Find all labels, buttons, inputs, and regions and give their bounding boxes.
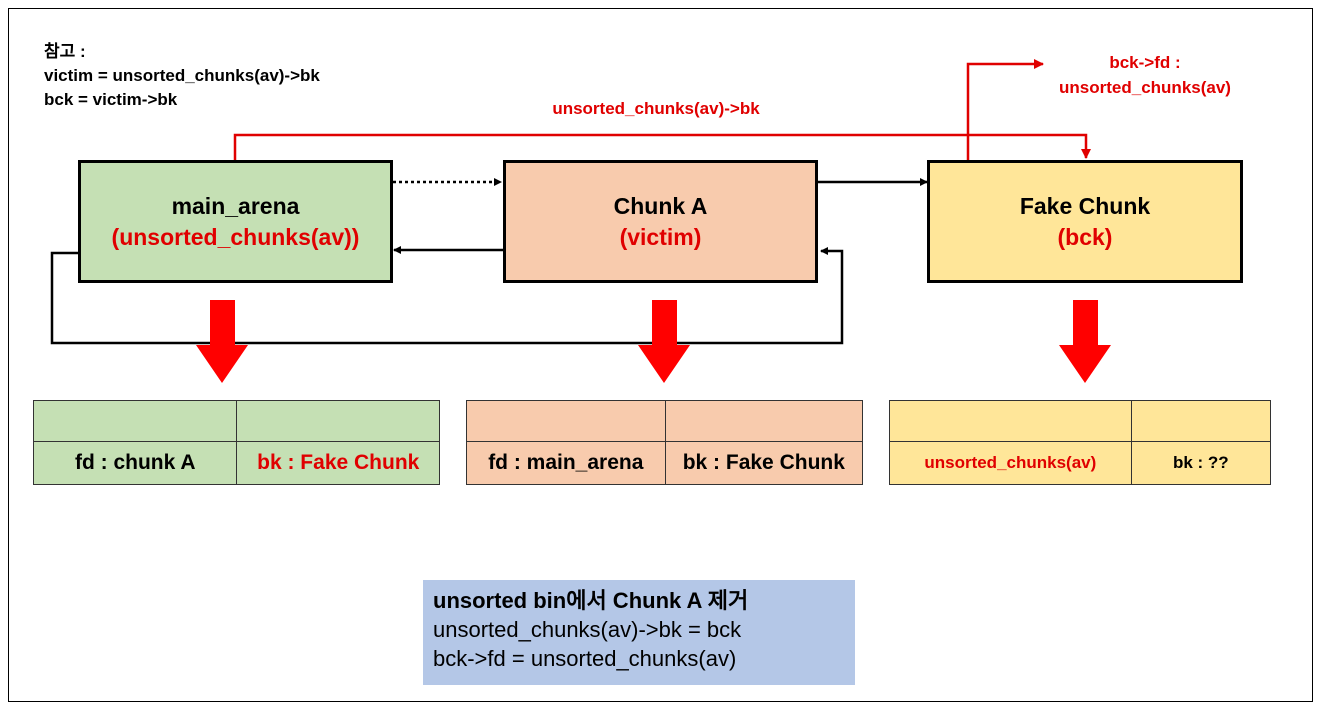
main-arena-name: main_arena	[171, 192, 300, 219]
diagram-frame	[8, 8, 1313, 702]
chunk-a-role: (victim)	[619, 223, 702, 250]
label-bck-fd-line2: unsorted_chunks(av)	[1059, 78, 1231, 97]
summary-line-1: unsorted_chunks(av)->bk = bck	[433, 617, 742, 642]
summary-title: unsorted bin에서 Chunk A 제거	[433, 588, 749, 613]
down-arrow-main-arena	[196, 300, 248, 383]
table-main-arena: fd : chunk A bk : Fake Chunk	[32, 400, 440, 485]
fake-chunk-role: (bck)	[1057, 223, 1113, 250]
table-chunk-a: fd : main_arena bk : Fake Chunk	[466, 400, 864, 485]
note-line-bck: bck = victim->bk	[44, 90, 178, 109]
fake-chunk-fd: unsorted_chunks(av)	[889, 441, 1132, 485]
red-arrow-bck-fd	[966, 59, 1044, 160]
down-arrow-fake-chunk	[1059, 300, 1111, 383]
table-cell-empty	[664, 400, 864, 442]
table-row-fields: fd : main_arena bk : Fake Chunk	[466, 441, 864, 485]
table-row-header	[32, 400, 440, 442]
box-fake-chunk: Fake Chunk (bck)	[927, 160, 1243, 283]
note-line-victim: victim = unsorted_chunks(av)->bk	[44, 66, 320, 85]
chunk-a-bk: bk : Fake Chunk	[664, 441, 864, 485]
fake-chunk-name: Fake Chunk	[1019, 192, 1151, 219]
label-bck-fd: bck->fd : unsorted_chunks(av)	[1030, 50, 1260, 100]
main-arena-bk: bk : Fake Chunk	[236, 441, 440, 485]
table-row-fields: unsorted_chunks(av) bk : ??	[889, 441, 1272, 485]
chunk-a-fd: fd : main_arena	[466, 441, 666, 485]
table-cell-empty	[466, 400, 666, 442]
table-row-header	[889, 400, 1272, 442]
table-row-fields: fd : chunk A bk : Fake Chunk	[32, 441, 440, 485]
table-cell-empty	[32, 400, 238, 442]
summary-line-2: bck->fd = unsorted_chunks(av)	[433, 646, 737, 671]
table-cell-empty	[889, 400, 1132, 442]
down-arrow-chunk-a	[638, 300, 690, 383]
fake-chunk-bk: bk : ??	[1130, 441, 1272, 485]
box-chunk-a: Chunk A (victim)	[503, 160, 818, 283]
table-cell-empty	[1130, 400, 1272, 442]
loop-arrow-main-to-chunk-a	[50, 247, 844, 345]
label-unsorted-bk: unsorted_chunks(av)->bk	[552, 99, 760, 118]
table-cell-empty	[236, 400, 440, 442]
table-row-header	[466, 400, 864, 442]
main-arena-role: (unsorted_chunks(av))	[111, 223, 360, 250]
note-title: 참고 :	[44, 42, 86, 61]
red-arrow-unsorted-bk	[233, 133, 1091, 160]
table-fake-chunk: unsorted_chunks(av) bk : ??	[889, 400, 1272, 485]
box-main-arena: main_arena (unsorted_chunks(av))	[78, 160, 393, 283]
summary-box: unsorted bin에서 Chunk A 제거 unsorted_chunk…	[423, 580, 855, 685]
label-bck-fd-line1: bck->fd :	[1109, 53, 1181, 72]
main-arena-fd: fd : chunk A	[32, 441, 238, 485]
reference-note: 참고 : victim = unsorted_chunks(av)->bk bc…	[44, 40, 320, 112]
chunk-a-name: Chunk A	[613, 192, 708, 219]
